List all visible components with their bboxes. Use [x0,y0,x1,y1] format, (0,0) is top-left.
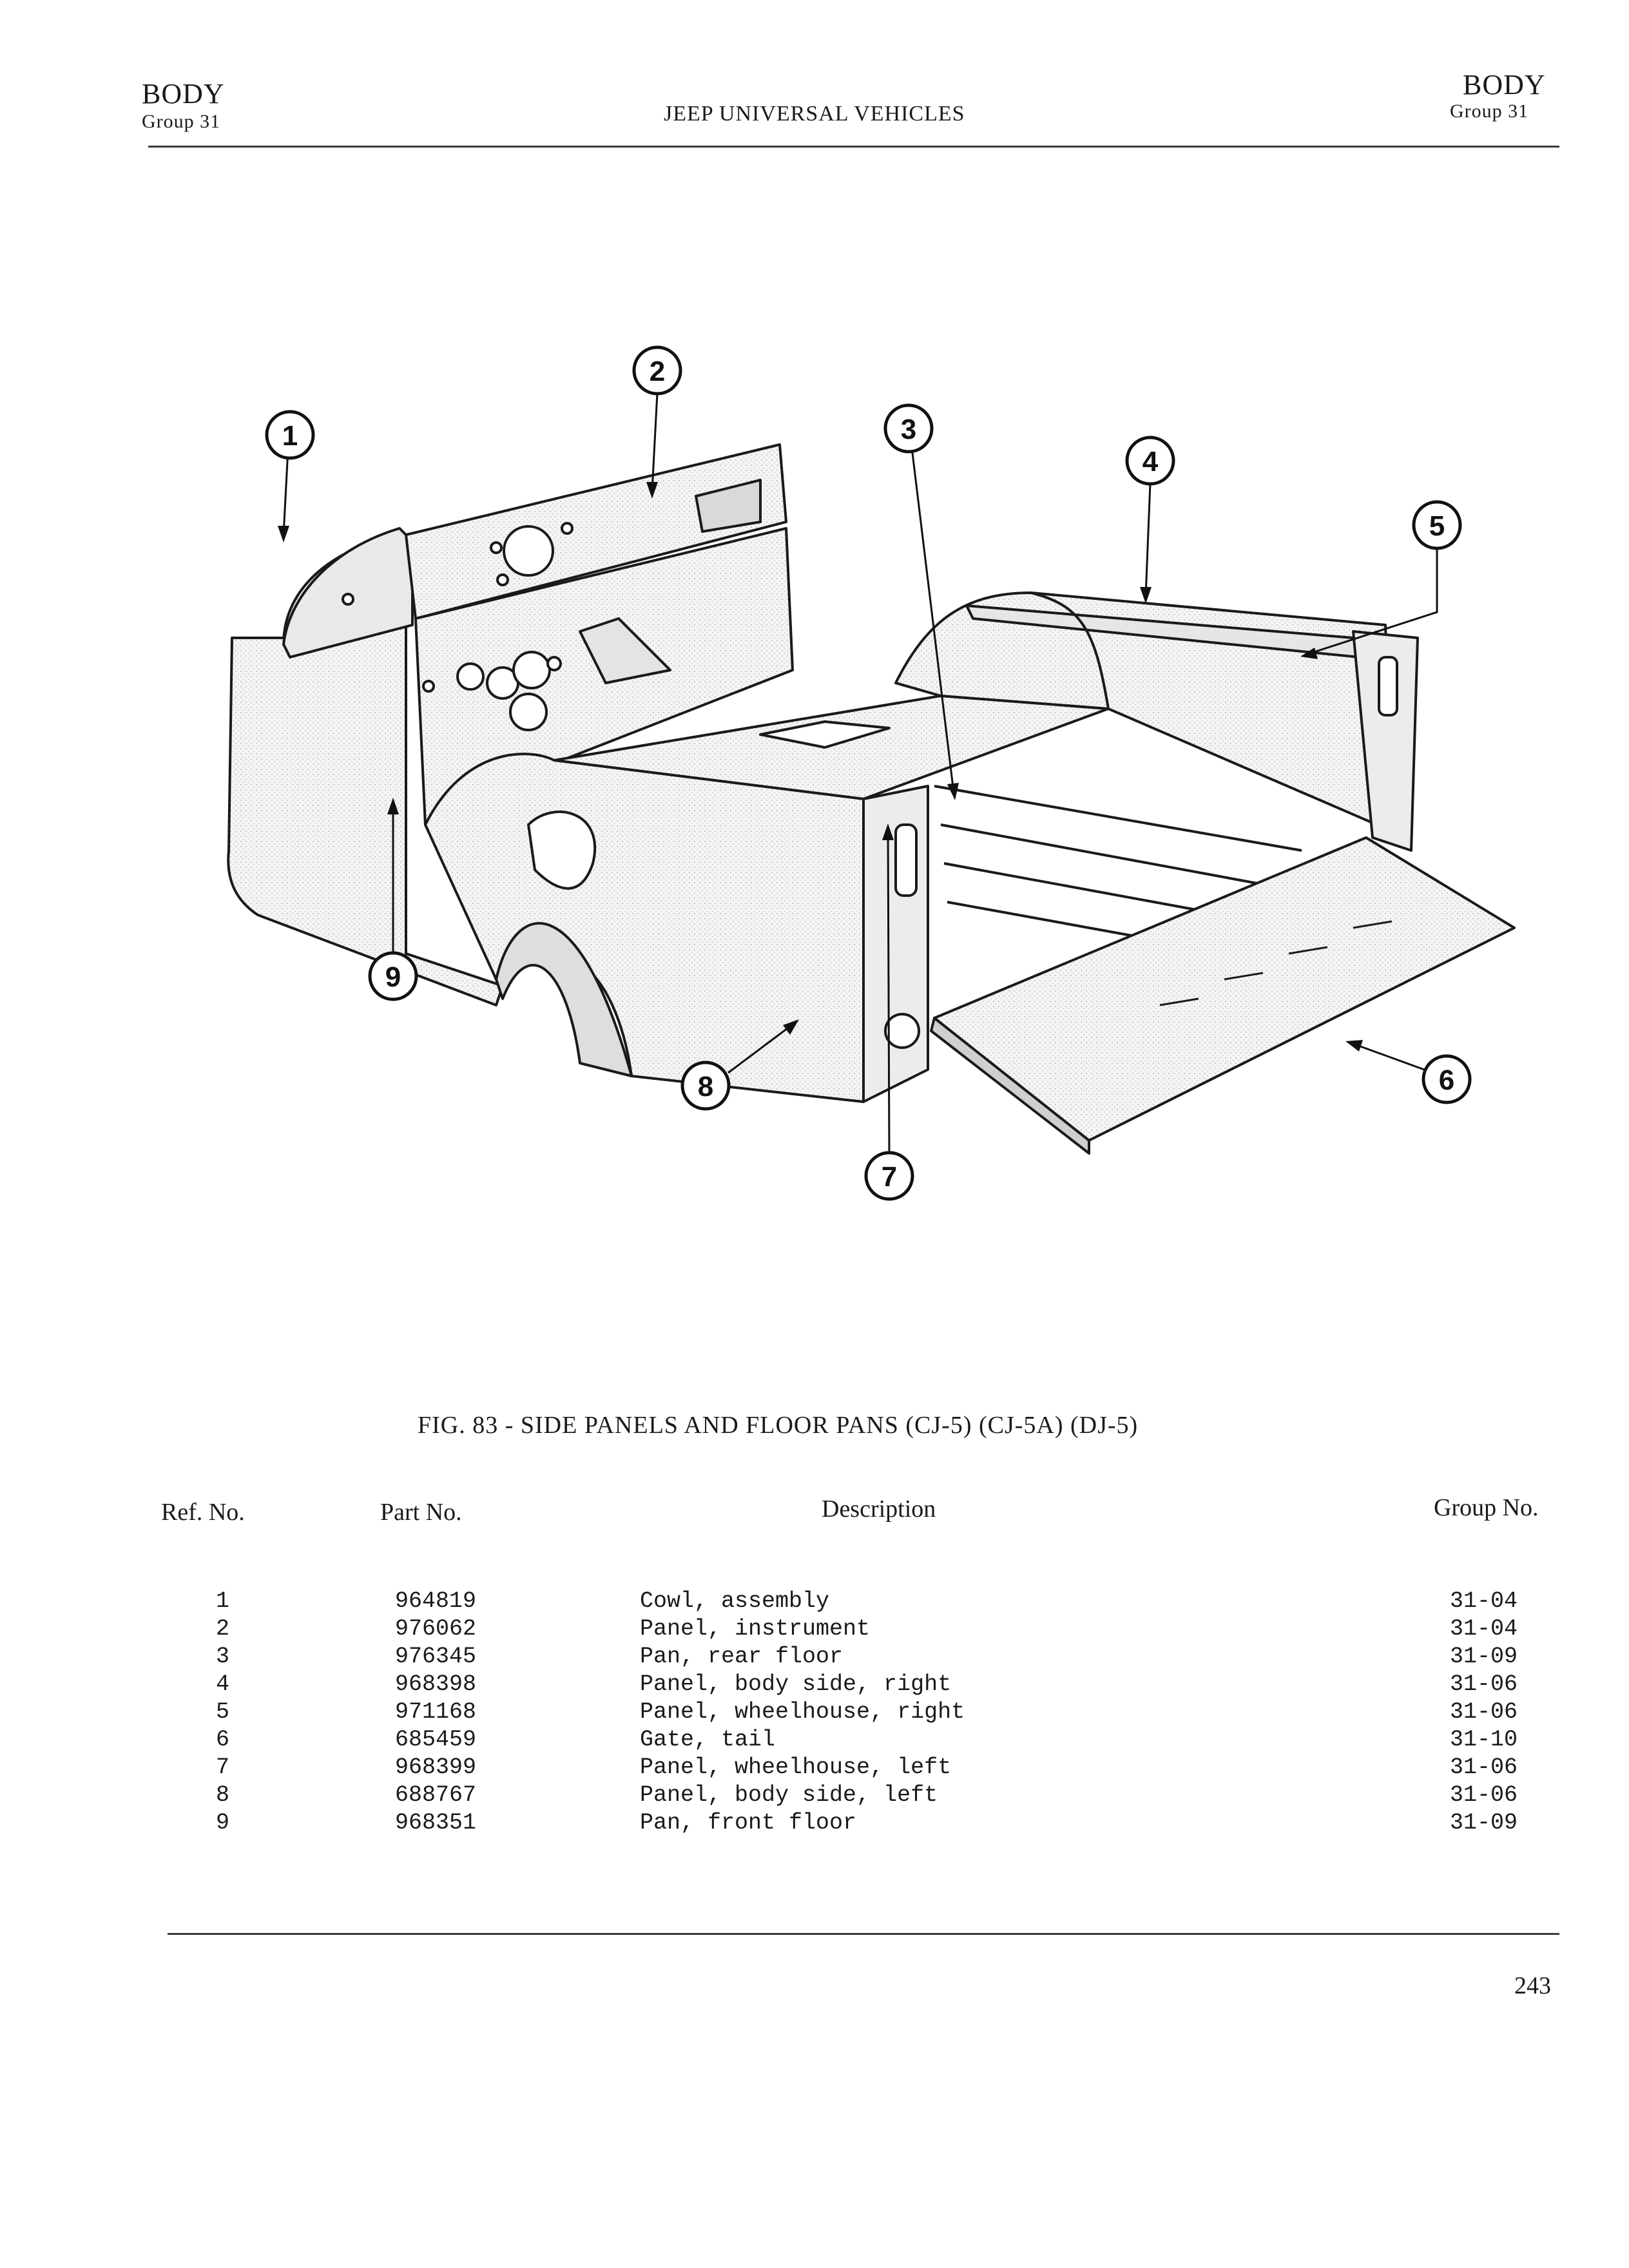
part-cell: 976345 [395,1644,477,1669]
leader-lines [278,392,1438,1154]
description-cell: Panel, wheelhouse, left [640,1754,952,1780]
description-cell: Panel, body side, right [640,1671,952,1697]
col-header-part: Part No. [380,1499,462,1526]
svg-text:3: 3 [901,414,916,445]
svg-text:6: 6 [1439,1064,1454,1096]
svg-text:9: 9 [385,961,401,993]
table-row: 1 964819 Cowl, assembly 31-04 [0,1588,1629,1617]
part-cell: 971168 [395,1699,477,1725]
svg-text:2: 2 [650,356,665,387]
ref-cell: 7 [216,1754,230,1780]
table-row: 8 688767 Panel, body side, left 31-06 [0,1782,1629,1811]
col-header-group: Group No. [1434,1494,1539,1521]
table-row: 4 968398 Panel, body side, right 31-06 [0,1671,1629,1700]
callout-2: 2 [632,345,682,396]
callout-7: 7 [864,1151,914,1201]
table-row: 2 976062 Panel, instrument 31-04 [0,1616,1629,1644]
page-number: 243 [1514,1972,1551,1999]
header-center-title: JEEP UNIVERSAL VEHICLES [664,102,965,126]
footer-rule [168,1933,1559,1935]
description-cell: Gate, tail [640,1727,776,1753]
svg-text:5: 5 [1429,510,1445,542]
header-left-title: BODY [142,78,225,110]
ref-cell: 5 [216,1699,230,1725]
part-cell: 968398 [395,1671,477,1697]
ref-cell: 3 [216,1644,230,1669]
part-cell: 968399 [395,1754,477,1780]
ref-cell: 6 [216,1727,230,1753]
group-cell: 31-04 [1450,1616,1518,1642]
body-tub-drawing [227,443,1516,1155]
description-cell: Pan, front floor [640,1810,857,1836]
table-row: 9 968351 Pan, front floor 31-09 [0,1810,1629,1838]
header-left-group: Group 31 [142,111,221,132]
ref-cell: 1 [216,1588,230,1614]
description-cell: Panel, body side, left [640,1782,938,1808]
part-cell: 976062 [395,1616,477,1642]
table-row: 5 971168 Panel, wheelhouse, right 31-06 [0,1699,1629,1727]
col-header-description: Description [822,1495,936,1523]
description-cell: Pan, rear floor [640,1644,843,1669]
ref-cell: 8 [216,1782,230,1808]
part-cell: 964819 [395,1588,477,1614]
group-cell: 31-06 [1450,1754,1518,1780]
figure-caption: FIG. 83 - SIDE PANELS AND FLOOR PANS (CJ… [418,1412,1139,1439]
description-cell: Panel, instrument [640,1616,871,1642]
description-cell: Cowl, assembly [640,1588,830,1614]
ref-cell: 2 [216,1616,230,1642]
svg-text:8: 8 [698,1071,713,1102]
group-cell: 31-06 [1450,1699,1518,1725]
group-cell: 31-06 [1450,1671,1518,1697]
group-cell: 31-09 [1450,1644,1518,1669]
table-row: 6 685459 Gate, tail 31-10 [0,1727,1629,1755]
description-cell: Panel, wheelhouse, right [640,1699,965,1725]
part-cell: 688767 [395,1782,477,1808]
callout-1: 1 [265,410,315,460]
callout-5: 5 [1412,500,1462,550]
callout-6: 6 [1422,1054,1472,1104]
group-cell: 31-04 [1450,1588,1518,1614]
ref-cell: 9 [216,1810,230,1836]
col-header-ref: Ref. No. [161,1499,245,1526]
callout-9: 9 [368,951,418,1001]
group-cell: 31-06 [1450,1782,1518,1808]
part-cell: 685459 [395,1727,477,1753]
header-right-title: BODY [1463,69,1546,101]
callout-4: 4 [1125,436,1175,486]
ref-cell: 4 [216,1671,230,1697]
header-rule [148,146,1559,148]
group-cell: 31-09 [1450,1810,1518,1836]
body-parts-diagram: 1 2 3 4 5 6 7 8 9 [227,345,1516,1201]
part-cell: 968351 [395,1810,477,1836]
svg-text:7: 7 [882,1161,897,1193]
group-cell: 31-10 [1450,1727,1518,1753]
callout-3: 3 [883,403,934,454]
callout-8: 8 [680,1061,731,1111]
header-right-group: Group 31 [1450,101,1529,122]
svg-text:4: 4 [1142,446,1159,477]
table-row: 7 968399 Panel, wheelhouse, left 31-06 [0,1754,1629,1783]
svg-text:1: 1 [282,420,298,452]
table-row: 3 976345 Pan, rear floor 31-09 [0,1644,1629,1672]
